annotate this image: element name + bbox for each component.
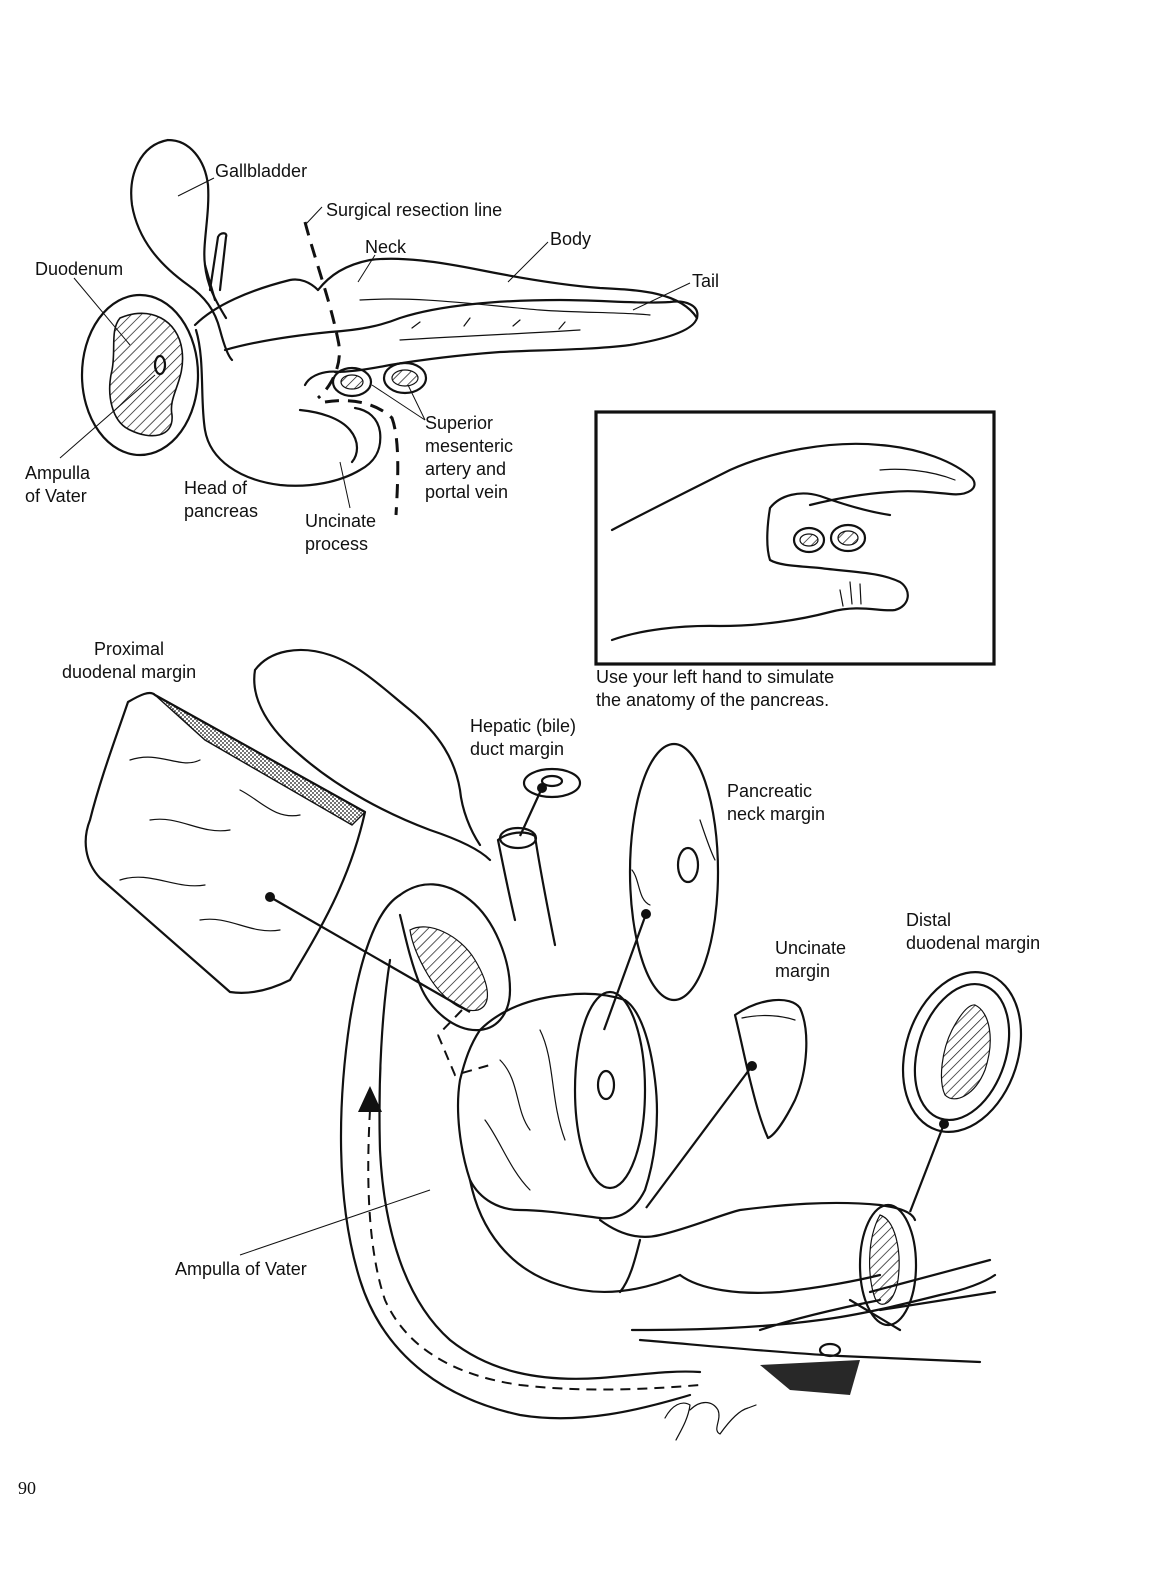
pancreas-head-shape [193, 278, 382, 487]
page-number: 90 [18, 1478, 36, 1498]
label-ampulla-of-vater-bottom: Ampulla of Vater [175, 1259, 307, 1279]
label-distal-duodenal-margin: Distal duodenal margin [906, 910, 1041, 953]
uncinate-margin-wedge [733, 998, 808, 1140]
inset-frame [594, 410, 996, 666]
bile-duct-shape [203, 232, 228, 302]
surgical-clamp [630, 1258, 997, 1364]
duodenum-lumen [108, 312, 184, 437]
gallbladder-bottom-shape [253, 648, 492, 862]
bile-duct-tube [496, 831, 557, 947]
label-uncinate-process: Uncinate process [305, 511, 377, 554]
label-gallbladder: Gallbladder [215, 161, 308, 181]
label-pancreatic-neck-margin: Pancreatic neck margin [727, 781, 826, 824]
uncinate-process-shape [298, 370, 359, 464]
top-leader-lines [59, 177, 691, 509]
surgical-resection-line [303, 221, 341, 400]
superior-mesenteric-vessels-top [331, 361, 428, 398]
label-superior-mesenteric-artery: Superior mesenteric artery and portal ve… [425, 413, 514, 502]
top-anatomy-diagram [80, 138, 699, 516]
label-hepatic-duct-margin: Hepatic (bile) duct margin [470, 716, 577, 759]
hand-outline [610, 442, 976, 642]
distal-duodenal-margin-ring [901, 971, 1023, 1133]
route-arrow [358, 1086, 382, 1112]
label-neck: Neck [365, 237, 407, 257]
duodenum-cross-section [80, 293, 200, 457]
label-body: Body [550, 229, 592, 249]
label-uncinate-margin: Uncinate margin [775, 938, 847, 981]
label-proximal-duodenal-margin: Proximal duodenal margin [62, 639, 197, 682]
pancreatic-neck-margin-disk [628, 742, 720, 1002]
duodenal-c-loop [339, 893, 702, 1420]
inset-caption: Use your left hand to simulate the anato… [596, 667, 835, 710]
bottom-specimen-diagram [84, 648, 1023, 1441]
bottom-leader-lines [239, 783, 949, 1256]
label-tail: Tail [692, 271, 720, 291]
label-duodenum: Duodenum [35, 259, 124, 279]
artist-signature [664, 1401, 757, 1441]
label-head-of-pancreas: Head of pancreas [184, 478, 259, 521]
pancreas-head-block [456, 992, 659, 1220]
label-surgical-resection-line: Surgical resection line [326, 200, 503, 220]
label-ampulla-of-vater-top: Ampulla of Vater [25, 463, 91, 506]
hand-simulation-inset [594, 410, 996, 666]
duodenum-route-dashed [367, 1109, 701, 1391]
hepatic-duct-margin-ring [522, 767, 582, 799]
